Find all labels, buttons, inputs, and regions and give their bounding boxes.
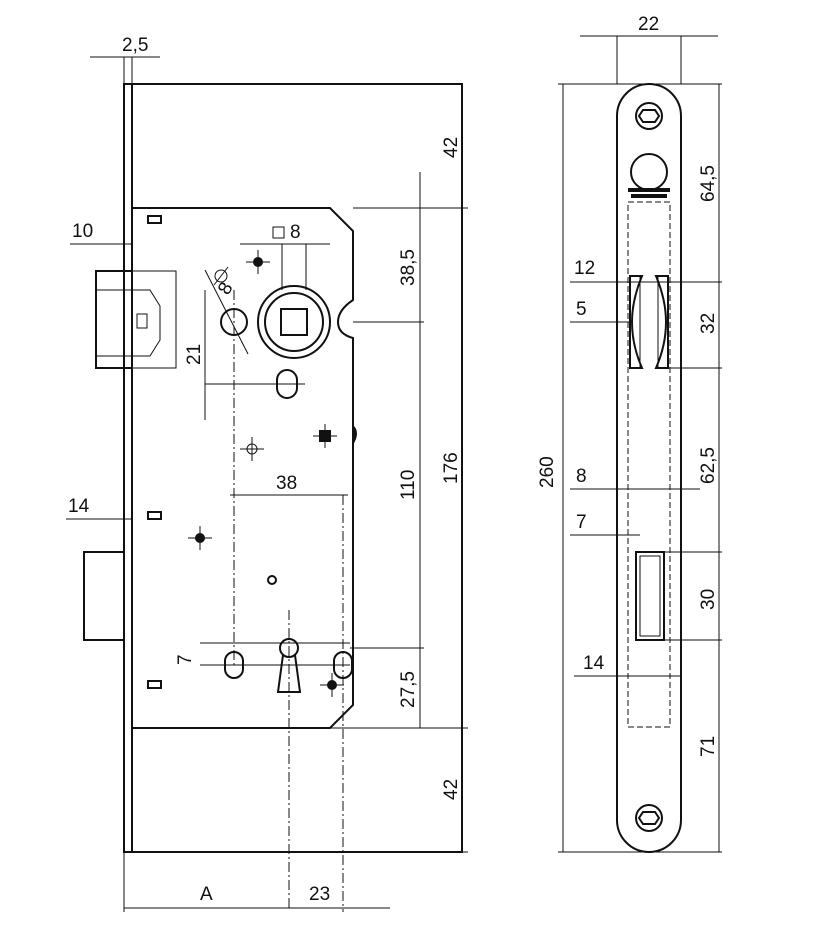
front-view: 22 260 64,5 12 5 32 62,5 8 7 30 14 71 [537, 14, 722, 853]
mount-point-3 [313, 424, 337, 448]
edge-nub [353, 425, 357, 445]
dim-bolt-to-bottom: 71 [698, 736, 719, 757]
dim-keyhole-to-edge: 23 [309, 884, 330, 905]
mount-point-5 [320, 673, 344, 697]
latch [95, 270, 177, 369]
dim-latch-to-bolt: 62,5 [698, 447, 719, 484]
dim-case-width: 14 [583, 653, 605, 674]
slot-mark [147, 511, 162, 520]
dim-latch-projection: 10 [72, 221, 93, 242]
dim-latch-inset: 5 [576, 299, 587, 320]
front-dimensions [558, 35, 722, 853]
dim-bolt-projection: 14 [68, 496, 90, 517]
faceplate-side [123, 83, 133, 853]
slot-mark [147, 215, 162, 224]
dim-plate-thickness: 2,5 [122, 35, 148, 56]
dim-plate-width: 22 [638, 14, 659, 35]
mount-point-4 [188, 526, 212, 550]
rivet [267, 575, 277, 585]
lock-case [131, 207, 354, 729]
dim-spindle-to-case-top: 38,5 [398, 249, 419, 286]
lock-body-outline [131, 83, 463, 853]
dim-bolt-inset: 7 [576, 512, 587, 533]
dim-spindle-square: 8 [290, 222, 301, 243]
brand-logo-icon [628, 153, 670, 198]
side-view: 2,5 10 14 8 8 21 38 7 A 23 42 38,5 110 1… [66, 35, 468, 912]
spindle-hub [240, 243, 331, 359]
dim-latch-width: 12 [574, 258, 595, 279]
bottom-screw [635, 804, 663, 832]
dim-hole-spacing: 38 [276, 473, 297, 494]
faceplate-front [616, 83, 682, 853]
dim-keyhole-slot: 7 [175, 654, 196, 665]
slot-mark [147, 680, 162, 689]
dim-bolt-gap: 8 [576, 466, 587, 487]
dim-spindle-to-hole: 21 [184, 344, 205, 365]
case-outline-hidden [627, 201, 671, 728]
dim-top-offset: 42 [441, 137, 462, 158]
dim-keyhole-to-case-bottom: 27,5 [398, 671, 419, 708]
dim-plate-height: 260 [537, 456, 558, 488]
dim-bottom-offset: 42 [441, 779, 462, 800]
side-dimensions [66, 56, 468, 912]
dim-latch-height: 32 [698, 313, 719, 334]
dim-top-to-latch: 64,5 [698, 165, 719, 202]
latch-front [629, 275, 669, 369]
mount-point-1 [246, 250, 270, 274]
dim-spindle-to-keyhole: 110 [398, 470, 419, 500]
deadbolt [83, 551, 125, 641]
bolt-front [635, 551, 665, 641]
top-screw [635, 102, 663, 130]
dim-case-height: 176 [441, 452, 462, 484]
dim-backset: A [200, 884, 213, 905]
mount-point-2 [240, 437, 264, 461]
dim-bolt-height: 30 [698, 589, 719, 610]
